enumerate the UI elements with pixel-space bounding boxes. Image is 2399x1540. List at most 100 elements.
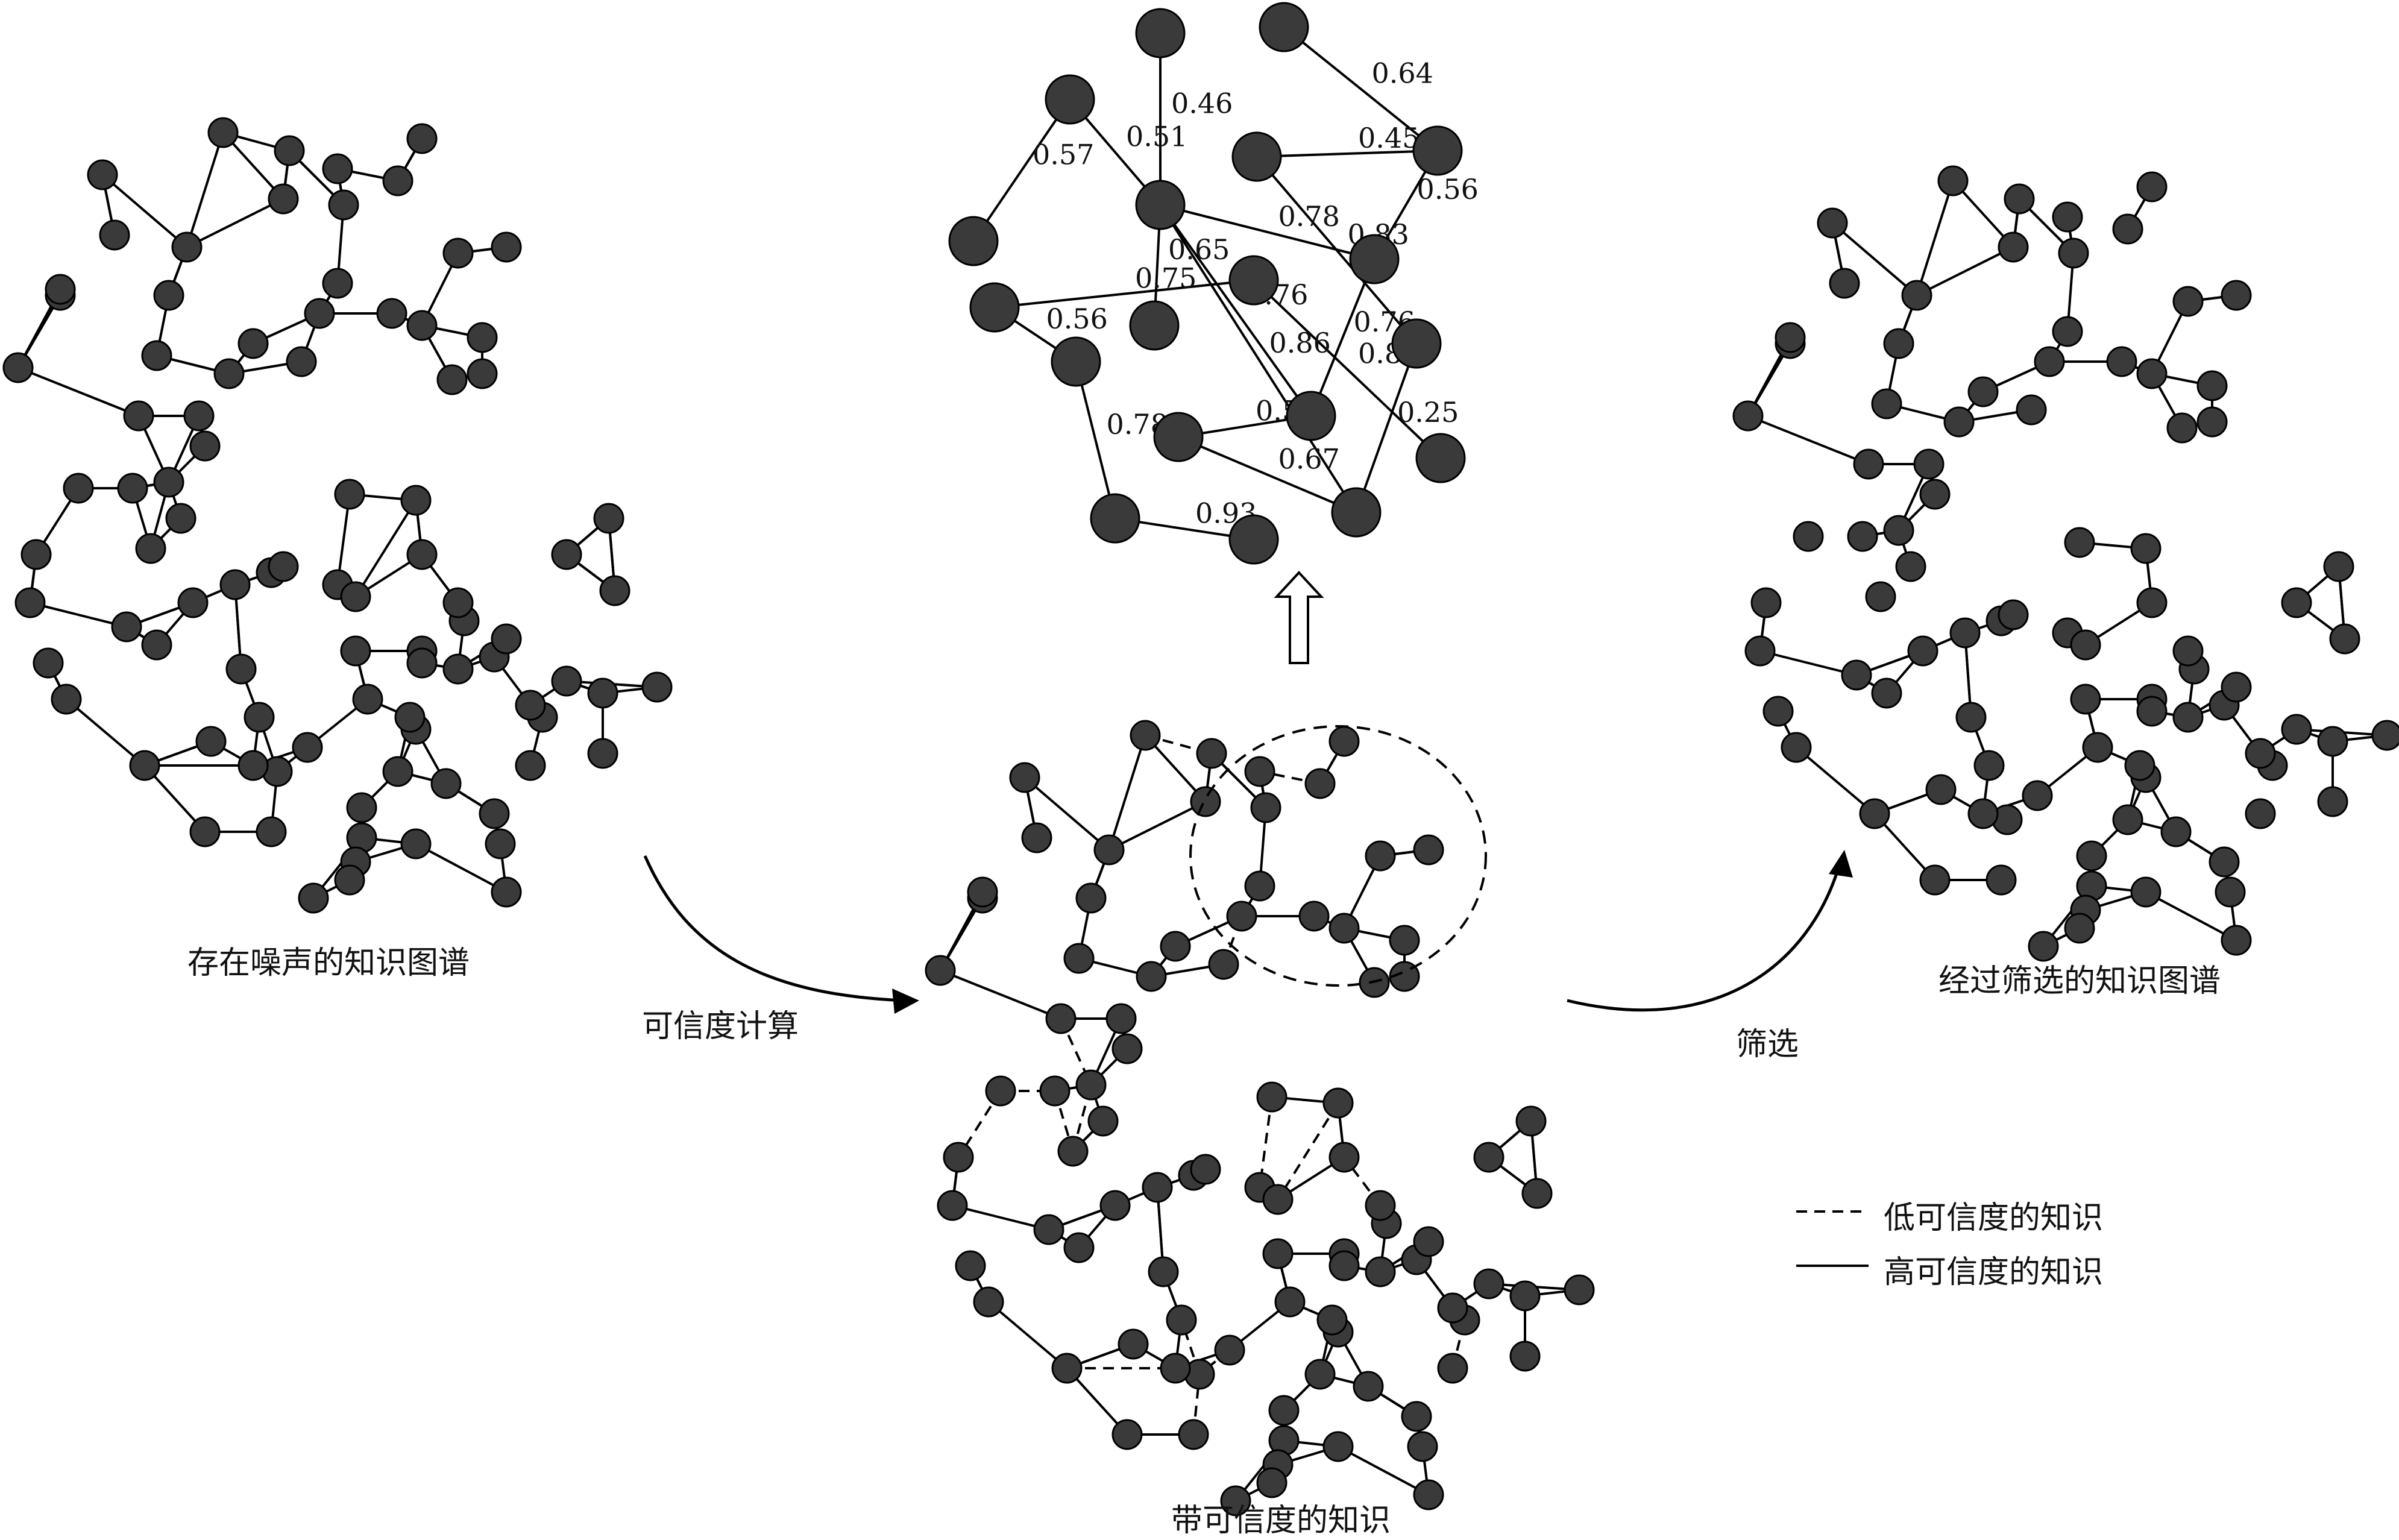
graph-edge [940,969,1061,1020]
graph-node [1781,732,1812,763]
graph-node [1142,1172,1173,1203]
graph-node [1750,587,1782,618]
graph-node [87,159,118,190]
graph-edge [415,843,507,893]
graph-node [1316,1304,1348,1336]
zoomed-node [1135,8,1186,58]
edge-weight-label: 0.75 [1135,262,1196,295]
graph-node [1328,913,1360,944]
edge-weight-label: 0.46 [1171,87,1233,120]
graph-node [141,629,172,661]
graph-node [2329,623,2360,655]
graph-node [1033,1214,1064,1245]
graph-node [491,623,522,655]
graph-node [1039,1075,1071,1107]
graph-node [274,135,305,166]
graph-node [2106,346,2137,377]
graph-node [1160,1353,1191,1384]
weighted-edge [1283,26,1439,152]
credibility-calc-label: 可信度计算 [642,1008,799,1045]
graph-node [2136,171,2168,203]
graph-node [195,726,227,757]
zoomed-node [1135,180,1186,230]
graph-node [2317,726,2348,757]
graph-node [1401,1401,1432,1432]
graph-node [430,768,462,799]
graph-node [189,816,221,847]
noisy-knowledge-graph [2,117,673,914]
edge-weight-label: 0.45 [1358,122,1420,154]
graph-node [442,237,474,269]
graph-node [1986,864,2017,896]
graph-node [1865,581,1896,612]
graph-edge [101,174,188,248]
graph-node [322,268,353,299]
graph-node [1564,1274,1595,1306]
graph-edge [30,602,127,628]
graph-node [129,750,160,781]
zoomed-node [948,216,999,266]
graph-node [328,189,359,221]
graph-edge [1747,415,1869,465]
graph-node [346,792,377,823]
zoomed-node [1415,433,1466,483]
graph-node [237,750,269,781]
graph-node [1250,792,1281,823]
graph-node [382,165,413,196]
graph-node [1111,1033,1143,1064]
weighted-edge [1256,156,1418,345]
graph-node [2160,816,2192,847]
graph-node [1829,268,1860,299]
edge-weight-label: 0.65 [1168,233,1230,266]
graph-node [436,364,468,395]
graph-node [1075,1069,1107,1101]
graph-node [551,539,582,570]
graph-node [1365,1256,1396,1287]
zoomed-node [969,282,1020,333]
graph-node [304,298,335,329]
graph-node [2034,346,2065,377]
graph-node [1744,635,1776,667]
graph-node [1322,1431,1354,1462]
graph-node [1304,768,1336,799]
graph-edge [952,1204,1049,1231]
graph-edge [1831,222,1918,297]
graph-node [1895,551,1926,582]
graph-node [1244,756,1275,787]
graph-node [1130,720,1161,751]
graph-edge [65,698,146,767]
graph-node [1859,798,1890,829]
graph-node [406,123,438,154]
graph-node [1178,1419,1209,1450]
right-graph-caption: 经过筛选的知识图谱 [1938,963,2221,999]
zoomed-node [1045,74,1095,125]
edge-weight-label: 0.56 [1046,303,1108,335]
graph-node [2172,286,2204,317]
graph-node [225,653,257,685]
graph-edge [2145,891,2237,941]
graph-node [1841,659,1872,691]
zoomed-node [1331,487,1382,538]
graph-node [925,955,956,986]
graph-node [2209,846,2240,878]
graph-node [400,485,432,516]
credibility-knowledge-graph [925,720,1595,1516]
graph-node [1045,1003,1077,1034]
graph-node [1407,1431,1438,1462]
graph-node [1111,1419,1143,1450]
edge-weight-label: 0.67 [1278,443,1340,476]
edge-weight-label: 0.57 [1033,139,1094,171]
graph-edge [1916,246,2014,297]
graph-node [587,677,618,709]
graph-edge [1277,1102,1339,1201]
graph-node [1515,1105,1547,1137]
graph-node [1262,1184,1294,1215]
edge-weight-label: 0.56 [1417,173,1479,206]
graph-node [1105,1003,1137,1034]
graph-node [2371,720,2399,751]
graph-node [406,539,438,570]
graph-node [1009,762,1040,793]
graph-edge [987,1301,1068,1369]
graph-node [1190,786,1221,817]
